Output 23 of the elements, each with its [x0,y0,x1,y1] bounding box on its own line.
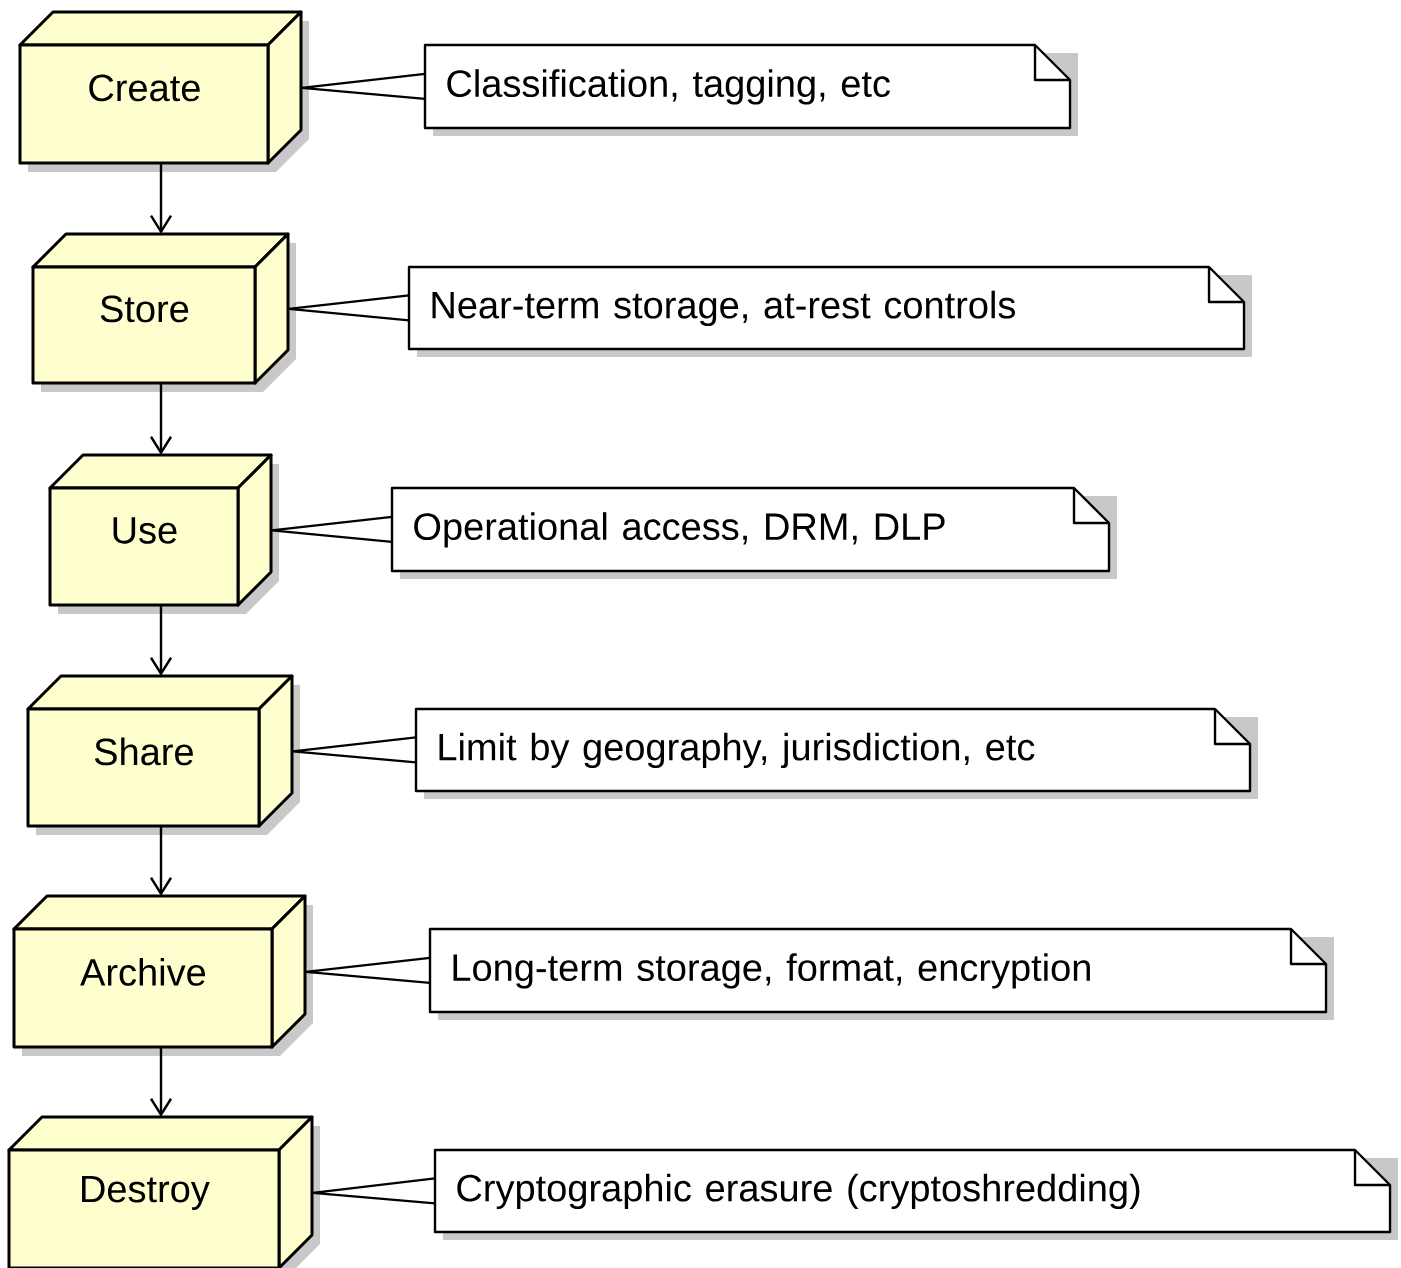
note-box: Classification, tagging, etc [423,43,1078,136]
note-box: Cryptographic erasure (cryptoshredding) [433,1148,1398,1240]
arrow [150,383,173,455]
cube-box: Destroy [7,1115,320,1268]
leader-line [270,515,394,544]
cube-box: Store [31,232,296,392]
cube-box: Create [18,10,309,172]
note-box: Operational access, DRM, DLP [390,486,1117,579]
leader-line [311,1177,437,1205]
note-box: Long-term storage, format, encryption [428,927,1334,1020]
leader-line [304,956,432,985]
arrow [150,605,173,676]
cube-box: Use [48,453,279,614]
note-box: Limit by geography, jurisdiction, etc [414,707,1258,799]
arrow [150,163,173,234]
arrow [150,1047,173,1117]
cube-box: Share [26,674,300,835]
leader-line [300,72,427,101]
leader-line [287,294,411,322]
cube-box: Archive [12,894,313,1056]
leader-line [291,736,418,764]
note-box: Near-term storage, at-rest controls [407,265,1252,357]
arrow [150,826,173,896]
